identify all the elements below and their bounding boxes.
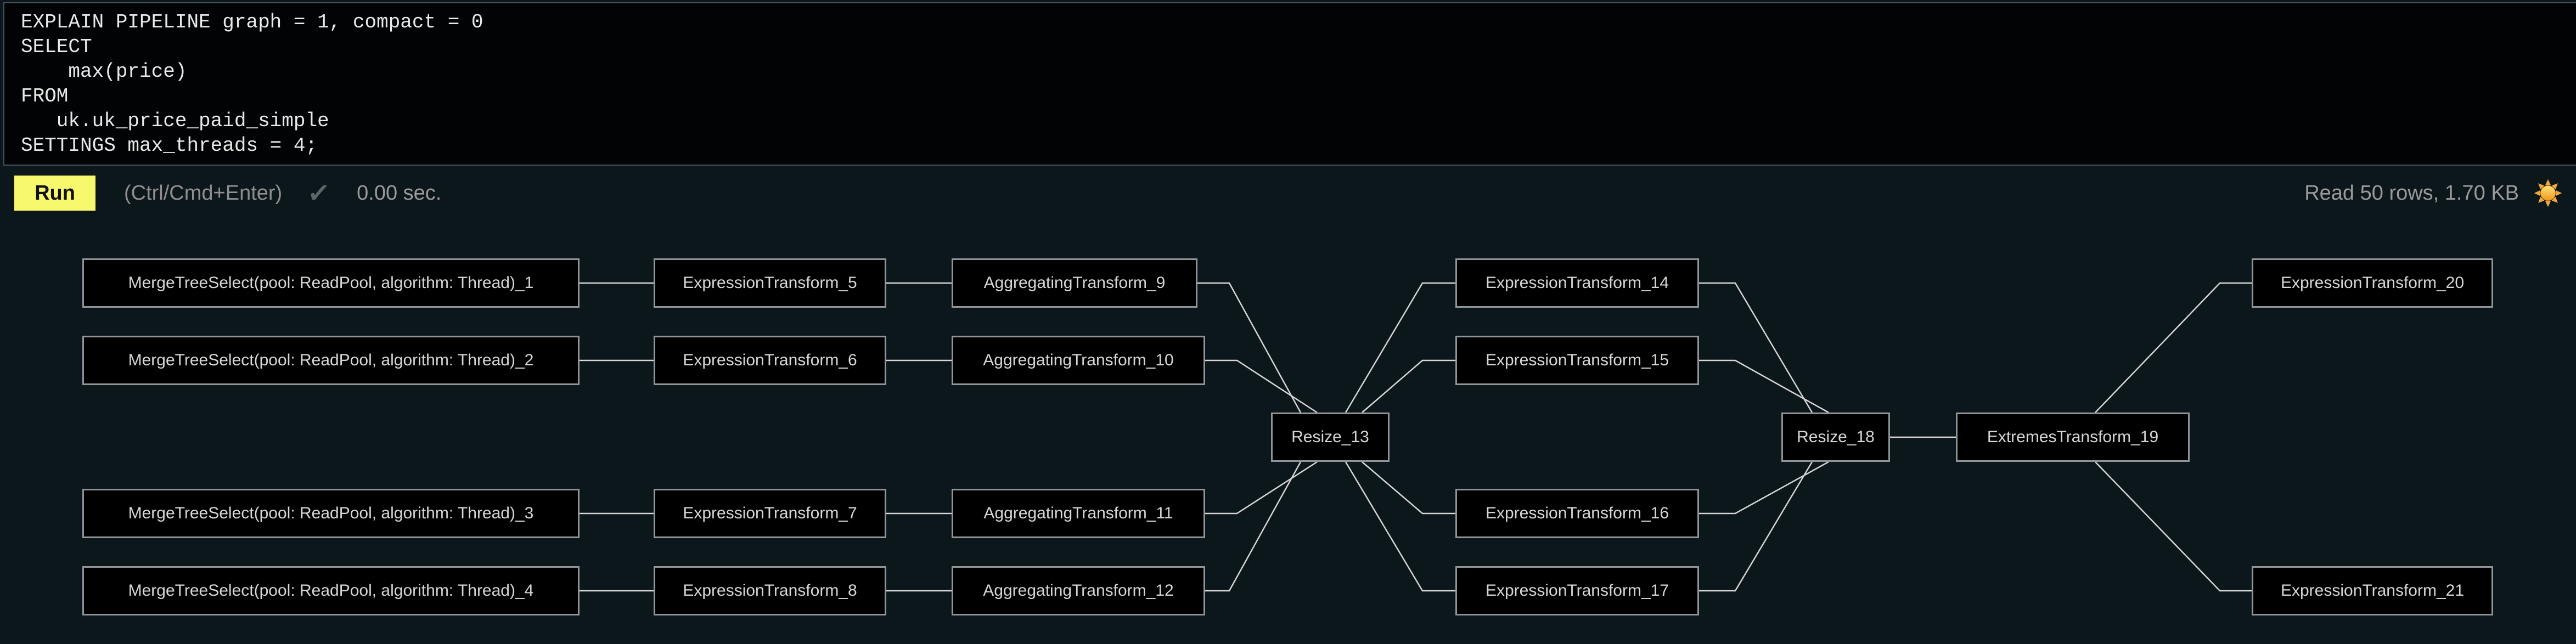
graph-node-et16: ExpressionTransform_16 [1455, 489, 1699, 538]
edge-ext19-et21 [2095, 461, 2252, 592]
edge-resize13-et16 [1362, 461, 1455, 515]
graph-node-et20: ExpressionTransform_20 [2252, 258, 2493, 308]
sun-core [2540, 185, 2556, 201]
edge-et15-resize18 [1699, 359, 1829, 414]
edge-et17-resize18 [1699, 461, 1813, 592]
graph-node-et8: ExpressionTransform_8 [654, 566, 886, 615]
graph-node-at12: AggregatingTransform_12 [952, 566, 1205, 615]
elapsed-time: 0.00 sec. [357, 181, 442, 205]
sun-rays [2534, 179, 2562, 207]
run-button[interactable]: Run [14, 176, 95, 211]
code-line: SETTINGS max_threads = 4; [21, 134, 318, 157]
sql-editor[interactable]: EXPLAIN PIPELINE graph = 1, compact = 0 S… [3, 2, 2576, 166]
toolbar: Run (Ctrl/Cmd+Enter) ✓ 0.00 sec. Read 50… [0, 160, 2576, 226]
code-line: uk.uk_price_paid_simple [21, 110, 329, 132]
theme-toggle-sun-icon[interactable] [2533, 178, 2563, 208]
graph-node-mts1: MergeTreeSelect(pool: ReadPool, algorith… [82, 258, 580, 308]
edge-at10-resize13 [1205, 359, 1318, 414]
edge-ext19-et20 [2095, 282, 2252, 413]
edge-et16-resize18 [1699, 461, 1829, 515]
graph-node-at10: AggregatingTransform_10 [952, 336, 1205, 385]
code-line: max(price) [21, 60, 187, 83]
edge-at12-resize13 [1205, 461, 1302, 592]
graph-node-et5: ExpressionTransform_5 [654, 258, 886, 308]
graph-node-et17: ExpressionTransform_17 [1455, 566, 1699, 615]
code-line: FROM [21, 85, 69, 108]
graph-node-resize13: Resize_13 [1271, 413, 1390, 462]
edge-et14-resize18 [1699, 282, 1813, 413]
edge-at11-resize13 [1205, 461, 1318, 515]
graph-node-et14: ExpressionTransform_14 [1455, 258, 1699, 308]
edge-at9-resize13 [1197, 282, 1302, 413]
graph-node-at11: AggregatingTransform_11 [952, 489, 1205, 538]
code-line: SELECT [21, 36, 92, 58]
graph-node-ext19: ExtremesTransform_19 [1956, 413, 2190, 462]
success-check-icon: ✓ [306, 177, 332, 210]
code-line: EXPLAIN PIPELINE graph = 1, compact = 0 [21, 11, 483, 33]
graph-node-mts3: MergeTreeSelect(pool: ReadPool, algorith… [82, 489, 580, 538]
graph-node-et15: ExpressionTransform_15 [1455, 336, 1699, 385]
edge-resize13-et15 [1362, 359, 1455, 413]
sql-code: EXPLAIN PIPELINE graph = 1, compact = 0 S… [21, 10, 2576, 158]
graph-node-mts2: MergeTreeSelect(pool: ReadPool, algorith… [82, 336, 580, 385]
graph-node-et7: ExpressionTransform_7 [654, 489, 886, 538]
graph-node-resize18: Resize_18 [1781, 413, 1890, 462]
edge-resize13-et17 [1345, 461, 1455, 592]
graph-node-mts4: MergeTreeSelect(pool: ReadPool, algorith… [82, 566, 580, 615]
run-shortcut-hint: (Ctrl/Cmd+Enter) [124, 181, 283, 205]
edge-resize13-et14 [1345, 282, 1455, 413]
graph-node-at9: AggregatingTransform_9 [952, 258, 1197, 308]
graph-node-et6: ExpressionTransform_6 [654, 336, 886, 385]
graph-node-et21: ExpressionTransform_21 [2252, 566, 2493, 615]
read-stats: Read 50 rows, 1.70 KB [2304, 181, 2519, 205]
